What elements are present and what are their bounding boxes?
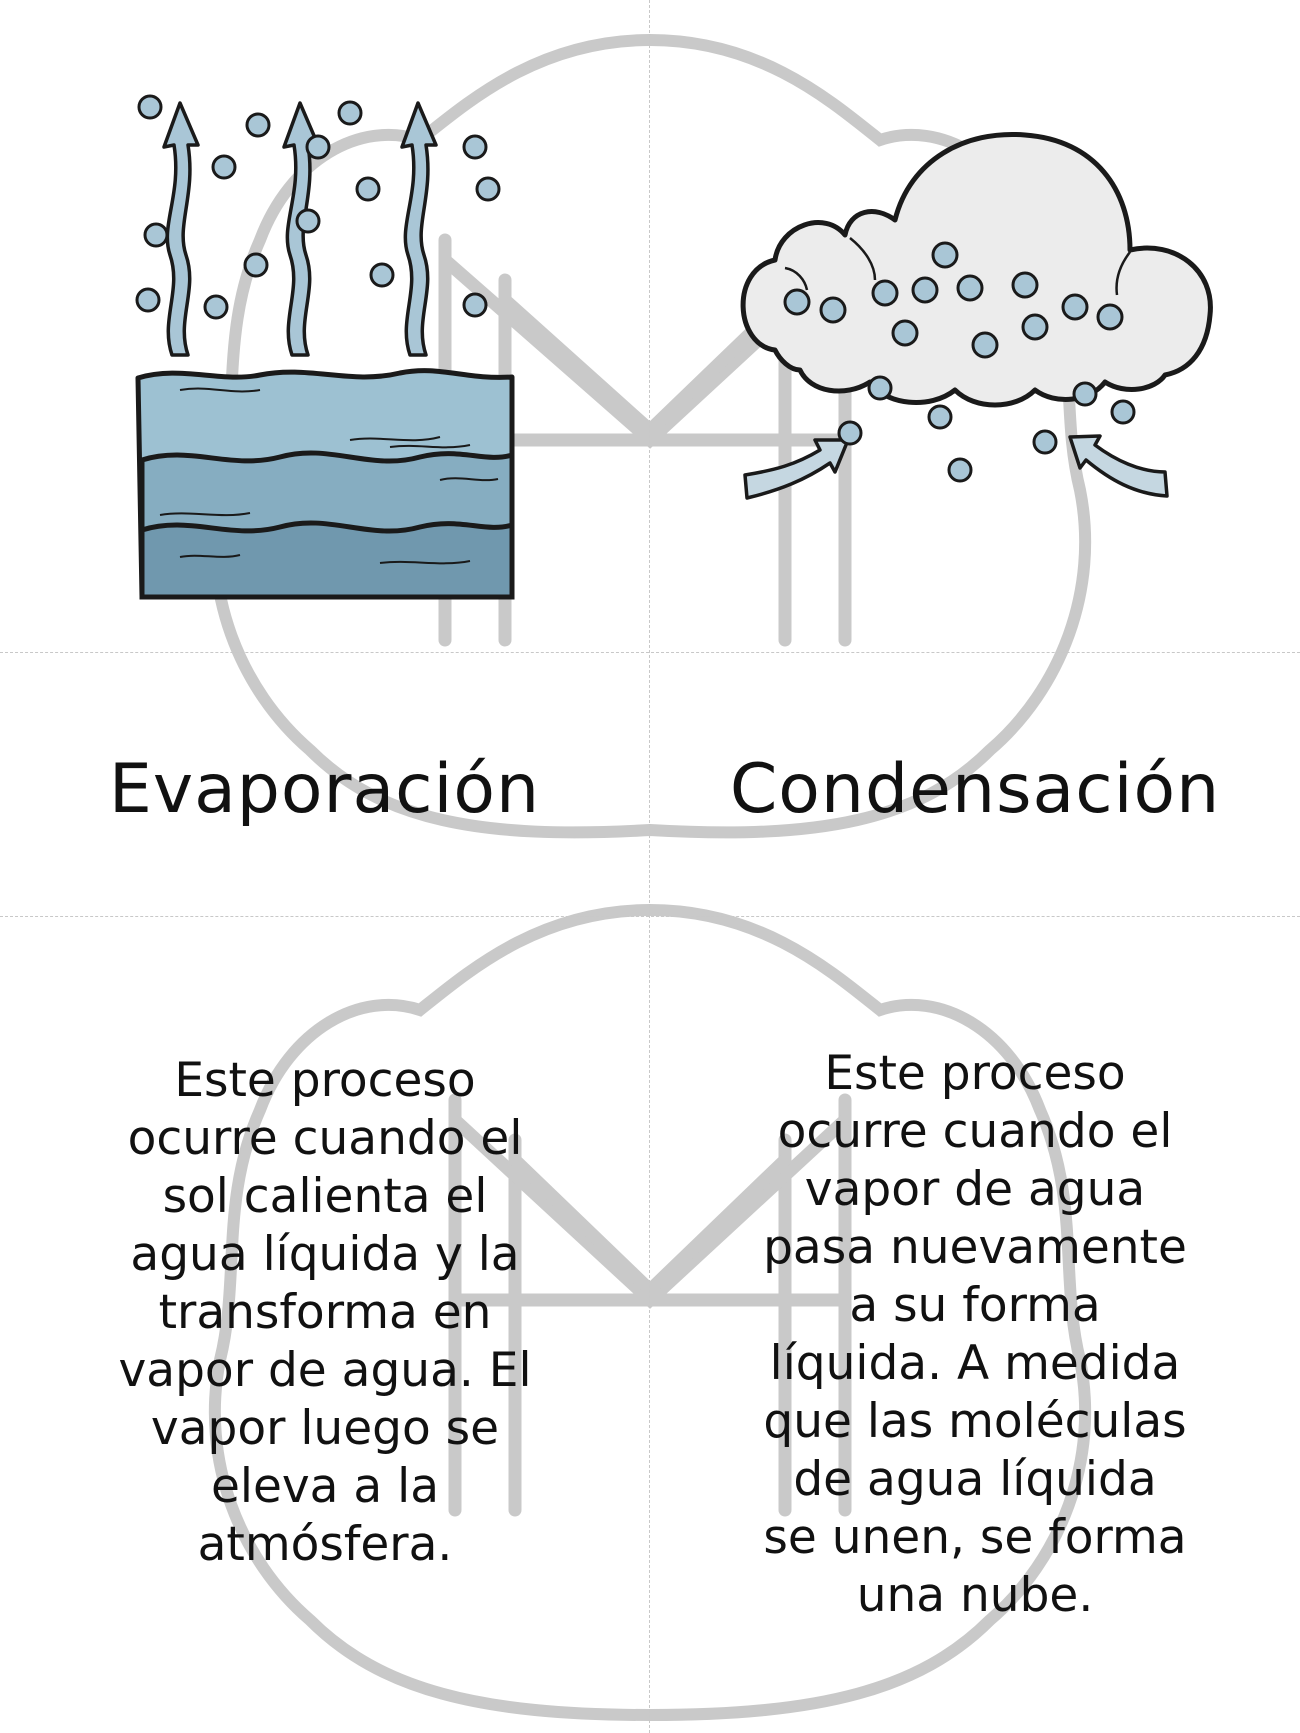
description-condensation: Este proceso ocurre cuando el vapor de a… (763, 1046, 1187, 1623)
cut-line-vertical (649, 0, 650, 1733)
water-evaporating-icon (135, 94, 515, 600)
cloud-condensation-icon (740, 131, 1213, 500)
description-evaporation: Este proceso ocurre cuando el sol calien… (118, 1053, 532, 1572)
cut-line-horizontal (0, 916, 1300, 917)
term-condensation: Condensación (729, 750, 1221, 829)
term-evaporation: Evaporación (108, 750, 541, 829)
cut-line-horizontal (0, 652, 1300, 653)
